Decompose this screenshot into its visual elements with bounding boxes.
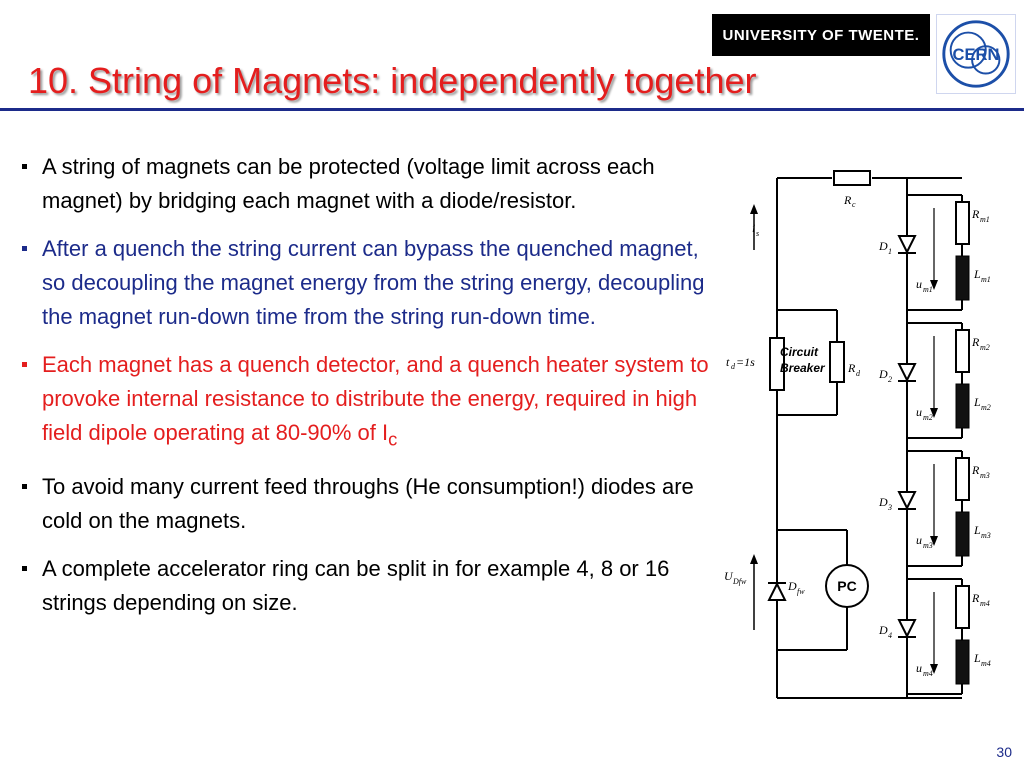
bullet-item: To avoid many current feed throughs (He … [20, 470, 710, 538]
bullet-item: Each magnet has a quench detector, and a… [20, 348, 710, 456]
label-rc-sub: c [852, 200, 856, 209]
svg-text:m2: m2 [981, 403, 991, 412]
label-lm: L [973, 651, 981, 665]
bullet-text: A string of magnets can be protected (vo… [42, 154, 655, 213]
resistor-rc [833, 170, 871, 186]
svg-text:m3: m3 [923, 541, 933, 550]
slide-title: 10. String of Magnets: independently tog… [28, 60, 757, 101]
label-td-val: =1s [736, 355, 755, 369]
bullet-marker [22, 484, 27, 490]
svg-text:m3: m3 [981, 531, 991, 540]
label-rd-sub: d [856, 369, 861, 378]
page-number: 30 [996, 744, 1012, 760]
circuit-diagram: R c i s Circuit Breaker R d t d =1s D fw… [724, 170, 991, 699]
magnet-stage: R m3 D 3 u m3 L m3 [878, 450, 991, 567]
label-rm: R [971, 591, 980, 605]
diode-dfw [767, 581, 787, 601]
label-lm: L [973, 523, 981, 537]
label-is-sub: s [756, 229, 759, 238]
magnet-stage: R m4 D 4 u m4 L m4 [878, 578, 991, 695]
bullet-marker [22, 566, 27, 572]
bullet-marker [22, 362, 27, 367]
label-rd: R [847, 361, 856, 375]
svg-text:m1: m1 [981, 275, 991, 284]
label-udfw: U [724, 569, 734, 583]
svg-text:3: 3 [887, 503, 892, 512]
label-lm: L [973, 395, 981, 409]
svg-text:m1: m1 [980, 215, 990, 224]
svg-text:m4: m4 [981, 659, 991, 668]
label-um: u [916, 661, 922, 675]
svg-text:2: 2 [888, 375, 892, 384]
cern-logo: CERN [936, 14, 1016, 94]
label-breaker-1: Circuit [780, 345, 819, 359]
magnet-stage: R m1 D 1 u m1 L m1 [878, 194, 991, 311]
svg-text:m1: m1 [923, 285, 933, 294]
cern-logo-text: CERN [953, 45, 1000, 64]
label-dfw: D [787, 579, 797, 593]
svg-text:m2: m2 [980, 343, 990, 352]
svg-text:m3: m3 [980, 471, 990, 480]
resistor-rd [829, 341, 845, 383]
label-d: D [878, 367, 888, 381]
svg-text:4: 4 [888, 631, 892, 640]
bullet-item: A complete accelerator ring can be split… [20, 552, 710, 620]
label-td: t [726, 355, 730, 369]
svg-text:m4: m4 [923, 669, 933, 678]
label-td-sub: d [731, 362, 736, 371]
label-lm: L [973, 267, 981, 281]
magnet-stage: R m2 D 2 u m2 L m2 [878, 322, 991, 439]
label-um: u [916, 533, 922, 547]
bullet-marker [22, 164, 27, 169]
label-d: D [878, 623, 888, 637]
svg-text:1: 1 [888, 247, 892, 256]
label-rm: R [971, 463, 980, 477]
label-is: i [752, 221, 755, 235]
bullet-text: After a quench the string current can by… [42, 236, 705, 329]
bullet-subscript: c [388, 428, 398, 450]
label-um: u [916, 405, 922, 419]
svg-text:m2: m2 [923, 413, 933, 422]
bullet-list: A string of magnets can be protected (vo… [20, 150, 710, 634]
bullet-item: A string of magnets can be protected (vo… [20, 150, 710, 218]
bullet-text: Each magnet has a quench detector, and a… [42, 352, 709, 445]
bullet-text: A complete accelerator ring can be split… [42, 556, 670, 616]
title-divider [0, 108, 1024, 111]
label-udfw-sub: Dfw [732, 577, 747, 586]
label-rm: R [971, 207, 980, 221]
svg-text:m4: m4 [980, 599, 990, 608]
bullet-item: After a quench the string current can by… [20, 232, 710, 334]
bullet-marker [22, 246, 27, 251]
power-converter [825, 564, 869, 608]
label-breaker-2: Breaker [780, 361, 826, 375]
label-rc: R [843, 193, 852, 207]
label-pc: PC [837, 578, 856, 594]
label-dfw-sub: fw [797, 587, 805, 596]
label-d: D [878, 495, 888, 509]
bullet-text: To avoid many current feed throughs (He … [42, 474, 694, 534]
university-logo: UNIVERSITY OF TWENTE. [712, 14, 930, 56]
label-um: u [916, 277, 922, 291]
label-d: D [878, 239, 888, 253]
label-rm: R [971, 335, 980, 349]
